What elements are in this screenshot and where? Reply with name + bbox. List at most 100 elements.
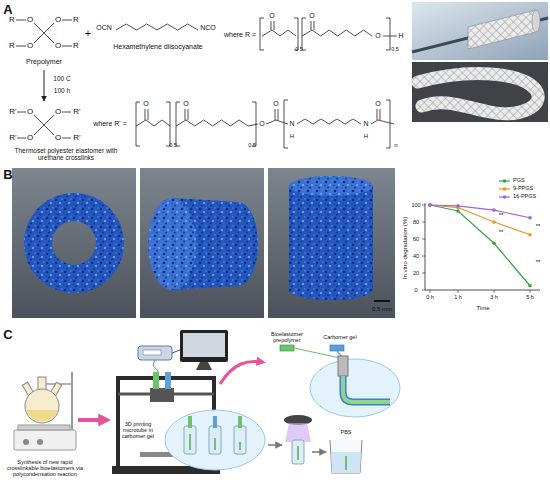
data-line [430, 205, 530, 218]
scaffold-image [148, 198, 196, 290]
reaction-arrow [44, 70, 45, 101]
atom-symbol: O [55, 42, 61, 51]
formula-note: where R = [224, 31, 256, 39]
axis-title: Time [476, 305, 489, 312]
stent-photo [412, 2, 548, 60]
stent-photo [468, 10, 536, 49]
pbs-beaker [330, 440, 362, 473]
carbon-chain [116, 24, 372, 126]
chemical-bonds [62, 112, 71, 113]
atom-symbol: O [55, 16, 61, 25]
axis-tick [430, 290, 431, 293]
atom-group: OCN [96, 24, 112, 32]
legend-text: 16-PPGS [513, 194, 536, 200]
scaffold-image [12, 168, 136, 318]
hotplate-flask [14, 430, 76, 450]
chemical-bonds [16, 46, 26, 47]
chemical-bonds [380, 109, 381, 120]
atom-symbol: O [375, 32, 380, 40]
data-point [492, 208, 496, 212]
chemical-bonds [386, 100, 390, 148]
subscript: 0.5 [248, 142, 256, 148]
chemical-bonds [62, 46, 72, 47]
atom-symbol: O [183, 100, 188, 108]
chemical-bonds [34, 125, 44, 135]
data-series [428, 203, 532, 236]
hotplate-flask [23, 439, 29, 445]
nozzle-zoom [338, 356, 348, 376]
mesh-tube-photo [412, 62, 548, 122]
data-point [528, 284, 532, 288]
computer-pump [138, 346, 172, 360]
axis-tick [422, 290, 425, 291]
chemical-bonds [276, 120, 288, 124]
chemical-bonds [185, 109, 186, 120]
chemical-bonds [248, 124, 258, 126]
data-point [492, 241, 496, 245]
carbon-chain [116, 24, 198, 30]
plus-sign: + [85, 27, 91, 39]
atom-symbol: H [398, 32, 403, 40]
panel-letter: B [3, 168, 12, 182]
legend-sample [499, 179, 510, 183]
significance-mark: ** [499, 229, 504, 236]
chemical-bonds [44, 23, 54, 33]
atom-symbol: R' [73, 134, 80, 143]
chemical-bonds [34, 23, 44, 33]
callout-label: PBS [340, 429, 351, 435]
data-point [456, 209, 460, 213]
atom-symbol: R' [9, 108, 16, 117]
data-point [428, 203, 432, 207]
hotplate-flask [14, 372, 76, 450]
pbs-beaker [331, 452, 361, 473]
chemical-bonds [284, 100, 288, 148]
stent-photo [412, 2, 548, 60]
data-point [492, 220, 496, 224]
tick-label: 20 [413, 270, 419, 276]
mesh-tube-photo [412, 62, 548, 122]
vial-zoom [184, 426, 196, 454]
vial-zoom [209, 426, 221, 454]
chemical-bonds [34, 115, 44, 125]
uv-curing [285, 423, 311, 442]
subscript: 0.5 [391, 46, 399, 52]
tick-label: 80 [413, 219, 419, 225]
printer-3d [153, 372, 159, 389]
scaffold-image [374, 300, 390, 302]
chemical-bonds [176, 120, 186, 126]
computer-pump [172, 350, 180, 353]
scaffold-image [140, 168, 264, 318]
scaffold-image [268, 168, 395, 318]
atom-symbol: N [289, 120, 294, 128]
data-point [528, 216, 532, 220]
pbs-beaker [330, 440, 362, 473]
data-line [430, 205, 530, 286]
chemical-bonds [311, 21, 312, 30]
atom-symbol: O [27, 42, 33, 51]
vial-zoom [213, 416, 217, 428]
vial-zoom [165, 410, 265, 470]
chemical-bonds [16, 18, 397, 148]
atom-symbol: O [309, 12, 314, 20]
printer-3d [150, 388, 174, 402]
subscript: 0.5 [295, 46, 303, 52]
step-arrow [268, 444, 282, 446]
uv-curing [297, 446, 299, 460]
legend-text: 9-PPGS [513, 186, 533, 192]
chemical-bonds [275, 109, 276, 120]
chemical-bonds [294, 18, 298, 50]
tick-label: 60 [413, 236, 419, 242]
scaffold-image [140, 168, 264, 318]
computer-pump [180, 330, 228, 362]
compound-name: Thermoset polyester elastomer with ureth… [6, 147, 126, 161]
callout-label: Bioelastomer prepolymer [264, 331, 310, 343]
chemical-bonds [302, 30, 312, 36]
step-arrow [312, 451, 326, 453]
chemical-bonds [266, 120, 276, 124]
uv-curing [284, 415, 312, 464]
nozzle-zoom [280, 345, 294, 351]
axis-tick [422, 273, 425, 274]
callout-label: Carbomer gel [323, 334, 356, 340]
chemical-bonds [378, 120, 394, 124]
